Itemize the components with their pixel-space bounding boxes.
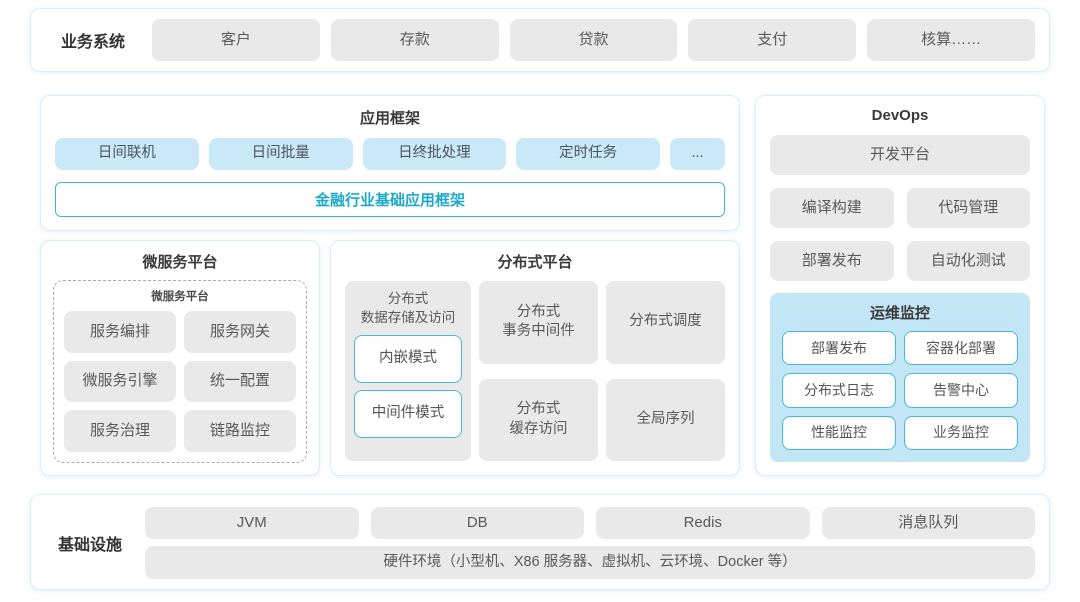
- monitor-deploy-release[interactable]: 部署发布: [782, 331, 896, 366]
- distributed-storage-title: 分布式 数据存储及访问: [360, 291, 456, 325]
- module-daytime-online[interactable]: 日间联机: [55, 138, 199, 170]
- jvm[interactable]: JVM: [145, 507, 359, 539]
- distributed-storage-cell: 分布式 数据存储及访问 内嵌模式 中间件模式: [345, 281, 471, 461]
- business-systems-label: 业务系统: [60, 34, 125, 51]
- trace-monitoring[interactable]: 链路监控: [184, 410, 296, 452]
- ops-monitoring-title: 运维监控: [869, 305, 930, 322]
- business-system-customer[interactable]: 客户: [152, 19, 320, 61]
- microservice-grid: 服务编排 服务网关 微服务引擎 统一配置 服务治理 链路监控: [64, 311, 296, 452]
- global-sequence[interactable]: 全局序列: [606, 378, 725, 461]
- devops-title: DevOps: [871, 107, 929, 124]
- distributed-body: 分布式 数据存储及访问 内嵌模式 中间件模式 分布式 事务中间件 分布式 缓存访…: [345, 281, 725, 461]
- financial-base-framework[interactable]: 金融行业基础应用框架: [55, 182, 725, 217]
- distributed-logging[interactable]: 分布式日志: [782, 373, 896, 408]
- message-queue[interactable]: 消息队列: [821, 507, 1035, 539]
- app-framework-title: 应用框架: [359, 110, 420, 127]
- code-management[interactable]: 代码管理: [906, 188, 1030, 228]
- app-framework-modules: 日间联机 日间批量 日终批处理 定时任务 ...: [55, 138, 725, 170]
- module-eod-batch[interactable]: 日终批处理: [362, 138, 507, 170]
- devops-panel: DevOps 开发平台 编译构建 代码管理 部署发布 自动化测试 运维监控 部署…: [755, 95, 1045, 476]
- service-orchestration[interactable]: 服务编排: [64, 311, 176, 353]
- automated-testing[interactable]: 自动化测试: [906, 241, 1030, 281]
- business-system-loan[interactable]: 贷款: [509, 19, 678, 61]
- distributed-scheduling[interactable]: 分布式调度: [606, 281, 725, 364]
- unified-config[interactable]: 统一配置: [184, 360, 296, 403]
- distributed-transaction-middleware[interactable]: 分布式 事务中间件: [479, 281, 598, 364]
- module-daytime-batch[interactable]: 日间批量: [208, 138, 353, 170]
- devops-row-2: 部署发布 自动化测试: [770, 241, 1030, 281]
- containerized-deployment[interactable]: 容器化部署: [904, 331, 1018, 366]
- ops-monitoring-grid: 部署发布 容器化部署 分布式日志 告警中心 性能监控 业务监控: [782, 331, 1018, 450]
- alert-center[interactable]: 告警中心: [904, 373, 1018, 408]
- compile-build[interactable]: 编译构建: [770, 188, 894, 228]
- business-system-payment[interactable]: 支付: [688, 19, 857, 61]
- hardware-environment[interactable]: 硬件环境（小型机、X86 服务器、虚拟机、云环境、Docker 等）: [145, 546, 1035, 579]
- middleware-mode[interactable]: 中间件模式: [354, 389, 462, 438]
- db[interactable]: DB: [370, 507, 584, 539]
- business-system-accounting[interactable]: 核算……: [867, 19, 1035, 61]
- ops-monitoring-box: 运维监控 部署发布 容器化部署 分布式日志 告警中心 性能监控 业务监控: [770, 293, 1030, 462]
- distributed-right-column: 分布式调度 全局序列: [606, 281, 725, 461]
- microservice-inner-title: 微服务平台: [151, 291, 209, 303]
- service-governance[interactable]: 服务治理: [64, 410, 176, 452]
- embedded-mode[interactable]: 内嵌模式: [354, 334, 462, 383]
- business-systems-panel: 业务系统 客户 存款 贷款 支付 核算……: [30, 8, 1050, 72]
- module-scheduled-tasks[interactable]: 定时任务: [516, 138, 660, 170]
- distributed-panel: 分布式平台 分布式 数据存储及访问 内嵌模式 中间件模式 分布式 事务中间件 分…: [330, 240, 740, 476]
- microservice-inner-box: 微服务平台 服务编排 服务网关 微服务引擎 统一配置 服务治理 链路监控: [53, 280, 307, 463]
- infrastructure-row: JVM DB Redis 消息队列: [145, 507, 1035, 539]
- business-system-deposit[interactable]: 存款: [330, 19, 499, 61]
- microservice-panel: 微服务平台 微服务平台 服务编排 服务网关 微服务引擎 统一配置 服务治理 链路…: [40, 240, 320, 476]
- distributed-title: 分布式平台: [497, 254, 573, 271]
- deploy-release[interactable]: 部署发布: [770, 241, 894, 281]
- infrastructure-panel: 基础设施 JVM DB Redis 消息队列 硬件环境（小型机、X86 服务器、…: [30, 494, 1050, 590]
- infrastructure-label: 基础设施: [57, 537, 122, 554]
- infrastructure-content: JVM DB Redis 消息队列 硬件环境（小型机、X86 服务器、虚拟机、云…: [145, 507, 1035, 579]
- distributed-cache-access[interactable]: 分布式 缓存访问: [479, 378, 598, 461]
- dev-platform[interactable]: 开发平台: [770, 135, 1030, 175]
- distributed-middle-column: 分布式 事务中间件 分布式 缓存访问: [479, 281, 598, 461]
- module-more[interactable]: ...: [670, 138, 725, 170]
- business-monitoring[interactable]: 业务监控: [904, 415, 1018, 450]
- devops-row-1: 编译构建 代码管理: [770, 188, 1030, 228]
- app-framework-panel: 应用框架 日间联机 日间批量 日终批处理 定时任务 ... 金融行业基础应用框架: [40, 95, 740, 231]
- microservice-title: 微服务平台: [142, 254, 218, 271]
- performance-monitoring[interactable]: 性能监控: [782, 415, 896, 450]
- microservice-engine[interactable]: 微服务引擎: [64, 360, 176, 403]
- redis[interactable]: Redis: [596, 507, 810, 539]
- service-gateway[interactable]: 服务网关: [184, 311, 296, 353]
